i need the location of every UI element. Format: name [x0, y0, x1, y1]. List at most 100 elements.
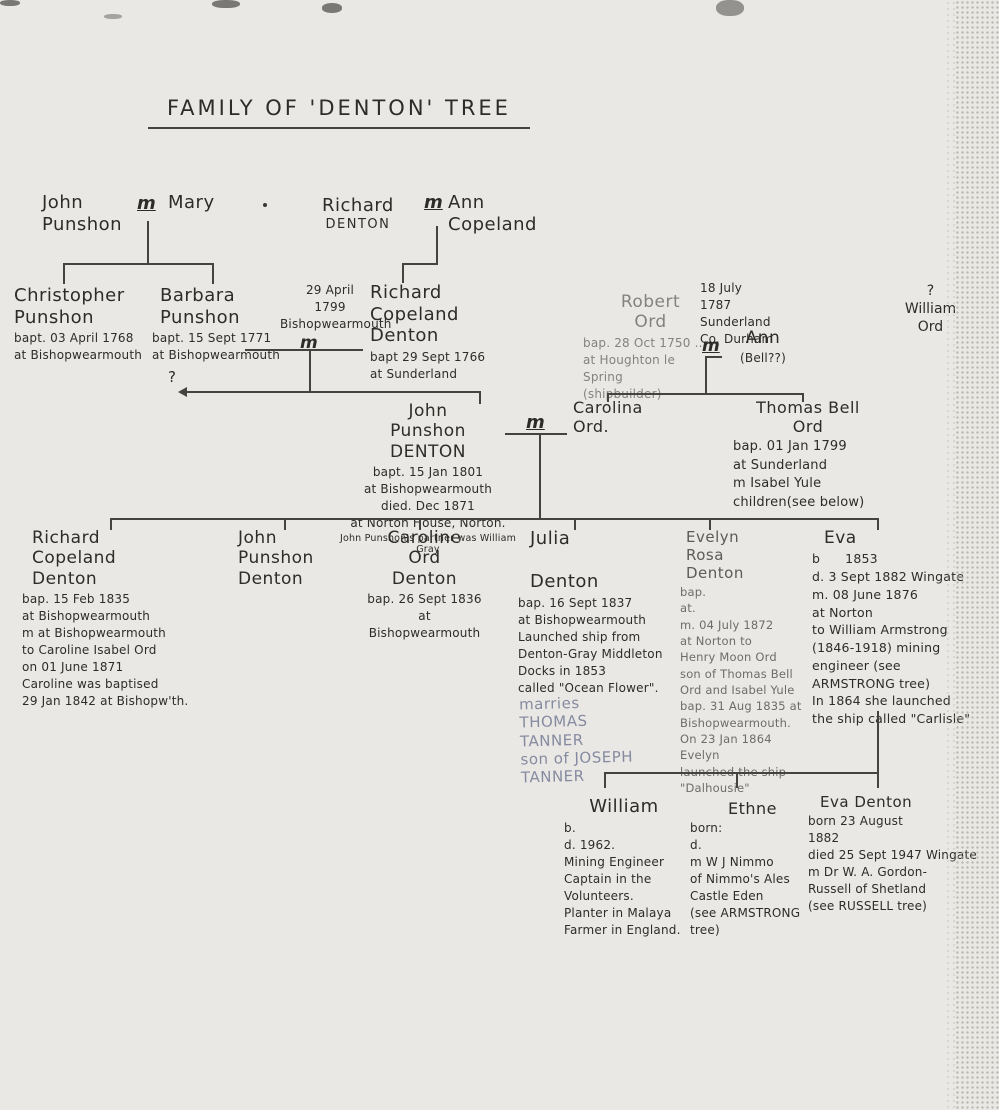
person-john-punshon-denton-details: bapt. 15 Jan 1801 at Bishopwearmouth die…: [350, 465, 506, 531]
person-barbara-punshon: Barbara Punshon bapt. 15 Sept 1771 at Bi…: [152, 285, 280, 364]
question-mark: ?: [168, 368, 176, 386]
person-christopher-punshon: Christopher Punshon bapt. 03 April 1768 …: [14, 285, 142, 364]
person-richard-copeland-denton-jr-name: Richard Copeland Denton: [32, 528, 117, 589]
person-caroline-ord-denton-name: Caroline Ord Denton: [387, 528, 462, 589]
connector-line: [63, 263, 214, 265]
person-ann-bell-details: (Bell??): [740, 351, 786, 366]
person-ann-bell: Ann (Bell??): [740, 328, 786, 367]
person-ann-bell-name: Ann: [745, 328, 781, 348]
connector-line: [212, 263, 214, 284]
marriage-note-barbara-richard: 29 April 1799 Bishopwearmouth: [280, 283, 392, 332]
person-barbara-punshon-name: Barbara Punshon: [160, 285, 241, 328]
person-richard-denton-name: Richard: [322, 195, 394, 216]
scan-speck: [104, 14, 122, 19]
marriage-mark-john-carolina: m: [526, 412, 545, 433]
person-evelyn-rosa-denton: Evelyn Rosa Denton bap. at. m. 04 July 1…: [680, 528, 815, 796]
person-robert-ord: Robert Ord bap. 28 Oct 1750 .. at Hought…: [583, 292, 718, 403]
connector-line: [802, 393, 804, 402]
arrow-left-icon: [178, 387, 187, 397]
person-john-punshon: John Punshon: [42, 192, 123, 235]
person-julia-denton: Julia Denton bap. 16 Sept 1837 at Bishop…: [518, 528, 673, 697]
person-thomas-bell-ord-details: bap. 01 Jan 1799 at Sunderland m Isabel …: [733, 439, 865, 510]
connector-line: [245, 349, 363, 351]
connector-line: [877, 518, 879, 530]
marriage-mark-john-mary: m: [137, 193, 156, 214]
person-john-punshon-denton-jr: John Punshon Denton: [238, 528, 314, 589]
page-title: FAMILY OF 'DENTON' TREE: [148, 96, 530, 129]
person-robert-ord-details: bap. 28 Oct 1750 .. at Houghton le Sprin…: [583, 335, 703, 401]
person-richard-copeland-denton-sr: Richard Copeland Denton bapt 29 Sept 176…: [370, 282, 485, 383]
person-richard-copeland-denton-jr: Richard Copeland Denton bap. 15 Feb 1835…: [22, 528, 207, 710]
scan-speck: [212, 0, 240, 8]
marriage-mark-barbara-richard: m: [300, 333, 318, 353]
person-richard-copeland-denton-sr-name: Richard Copeland Denton: [370, 282, 459, 347]
person-richard-copeland-denton-jr-details: bap. 15 Feb 1835 at Bishopwearmouth m at…: [22, 592, 189, 709]
connector-line: [877, 711, 879, 773]
person-robert-ord-name: Robert Ord: [620, 292, 681, 333]
marriage-mark-robert-ann: m: [702, 336, 720, 356]
connector-line: [574, 518, 576, 530]
scan-halftone-edge: [955, 0, 999, 1110]
connector-line: [505, 433, 567, 435]
marriage-note-robert-ann: 18 July 1787 Sunderland Co. Durham: [700, 281, 774, 347]
person-mary: Mary: [168, 192, 215, 213]
connector-line: [607, 393, 609, 402]
connector-line: [709, 518, 711, 530]
person-caroline-ord-denton-details: bap. 26 Sept 1836 at Bishopwearmouth: [367, 592, 482, 641]
connector-line: [539, 433, 541, 520]
connector-line: [284, 518, 286, 530]
person-richard-denton: Richard DENTON: [322, 195, 394, 232]
person-barbara-punshon-details: bapt. 15 Sept 1771 at Bishopwearmouth: [152, 331, 281, 363]
person-carolina-ord: Carolina Ord.: [573, 398, 643, 437]
connector-line: [63, 263, 65, 284]
person-john-punshon-denton-footnote: John Punshon's partner was William Gray: [339, 533, 517, 556]
person-thomas-bell-ord-name: Thomas Bell Ord: [756, 398, 860, 437]
person-richard-denton-surname: DENTON: [325, 216, 391, 232]
person-eva-denton-name: Eva Denton: [820, 793, 913, 811]
person-caroline-ord-denton: Caroline Ord Denton bap. 26 Sept 1836 at…: [362, 528, 487, 642]
person-julia-denton-details: bap. 16 Sept 1837 at Bishopwearmouth Lau…: [518, 595, 663, 695]
person-thomas-bell-ord: Thomas Bell Ord bap. 01 Jan 1799 at Sund…: [733, 398, 883, 512]
connector-line: [479, 391, 481, 404]
person-john-punshon-denton-name: John Punshon DENTON: [389, 401, 467, 462]
connector-line: [877, 772, 879, 788]
scan-halftone-edge-soft: [945, 0, 955, 1110]
connector-line: [436, 226, 438, 265]
person-william-details: b. d. 1962. Mining Engineer Captain in t…: [564, 820, 681, 937]
connector-line: [607, 393, 804, 395]
person-william-name: William: [589, 796, 659, 817]
person-christopher-punshon-name: Christopher Punshon: [14, 285, 125, 328]
person-william-ord: ? William Ord: [904, 283, 957, 336]
connector-line: [309, 349, 311, 392]
person-william: William b. d. 1962. Mining Engineer Capt…: [558, 796, 690, 939]
connector-line: [604, 772, 879, 774]
connector-line: [402, 263, 404, 283]
person-richard-copeland-denton-sr-details: bapt 29 Sept 1766 at Sunderland: [370, 349, 486, 381]
marriage-mark-richard-ann: m: [424, 192, 443, 213]
scan-speck: [716, 0, 744, 16]
scan-speck: [322, 3, 342, 13]
person-ethne: Ethne born: d. m W J Nimmo of Nimmo's Al…: [690, 799, 815, 939]
connector-line: [419, 518, 421, 530]
person-ethne-details: born: d. m W J Nimmo of Nimmo's Ales Cas…: [690, 821, 801, 938]
person-john-punshon-denton: John Punshon DENTON bapt. 15 Jan 1801 at…: [338, 401, 518, 555]
person-evelyn-rosa-denton-name: Evelyn Rosa Denton: [686, 528, 744, 582]
ink-dot: [263, 203, 267, 207]
scan-speck: [0, 0, 20, 6]
person-eva-details: b 1853 d. 3 Sept 1882 Wingate m. 08 June…: [812, 551, 971, 727]
person-christopher-punshon-details: bapt. 03 April 1768 at Bishopwearmouth: [14, 331, 143, 363]
connector-line: [147, 221, 149, 264]
person-ethne-name: Ethne: [727, 799, 777, 818]
connector-line: [110, 518, 879, 520]
person-eva-name: Eva: [824, 528, 857, 548]
connector-line: [705, 356, 722, 358]
connector-line: [736, 772, 738, 788]
connector-line: [110, 518, 112, 530]
person-ann-copeland: Ann Copeland: [448, 192, 537, 235]
connector-line: [705, 356, 707, 395]
person-evelyn-rosa-denton-details: bap. at. m. 04 July 1872 at Norton to He…: [680, 585, 802, 795]
connector-line: [186, 391, 481, 393]
person-eva: Eva b 1853 d. 3 Sept 1882 Wingate m. 08 …: [812, 528, 982, 728]
connector-line: [604, 772, 606, 788]
